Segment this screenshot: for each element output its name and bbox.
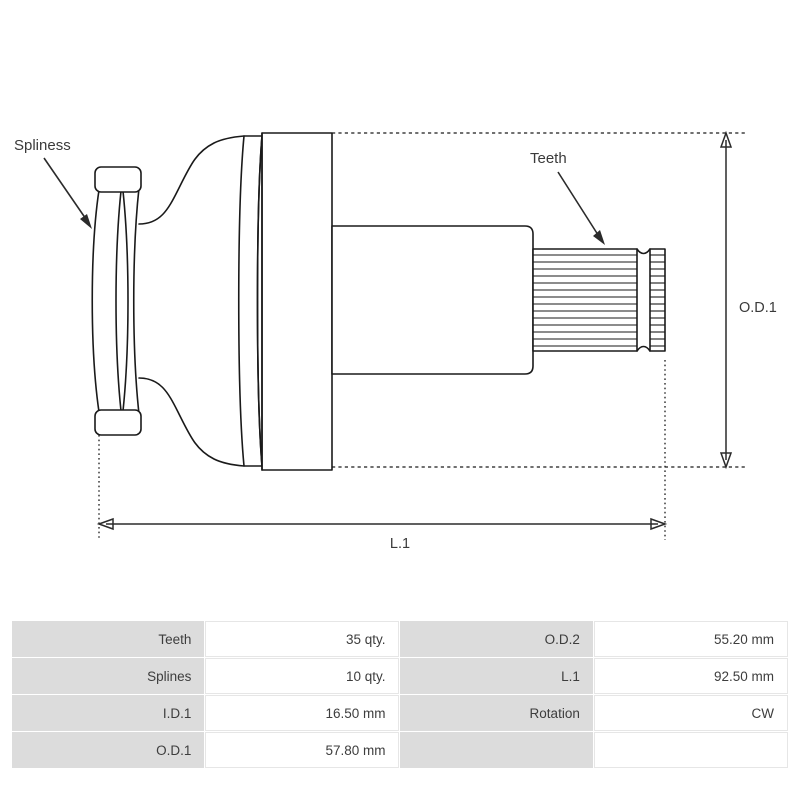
spline-ring-inner-band bbox=[121, 181, 140, 421]
spline-ring-bottom-cap bbox=[94, 409, 142, 436]
spec-key-cell-empty bbox=[400, 732, 593, 768]
specification-table: Teeth 35 qty. O.D.2 55.20 mm Splines 10 … bbox=[11, 620, 789, 769]
body-cylinder-second bbox=[261, 132, 333, 471]
spec-value-cell: 35 qty. bbox=[205, 621, 400, 657]
spec-value-cell: 16.50 mm bbox=[205, 695, 400, 731]
od1-arrowhead-bottom bbox=[719, 452, 733, 470]
spec-value-cell: CW bbox=[593, 695, 788, 731]
table-row: Splines 10 qty. L.1 92.50 mm bbox=[12, 658, 788, 694]
l1-arrowhead-right bbox=[650, 517, 668, 531]
body-cylinder-left-face bbox=[256, 135, 263, 467]
spec-key-cell: Teeth bbox=[12, 621, 205, 657]
od1-arrowhead-top bbox=[719, 130, 733, 148]
spec-key-cell: O.D.2 bbox=[400, 621, 593, 657]
splines-callout-label: Spliness bbox=[14, 137, 71, 154]
technical-drawing-area: O.D.1 L.1 Spliness Teeth bbox=[14, 130, 777, 552]
splined-shaft-teeth-section bbox=[532, 248, 638, 352]
shaft-groove-top bbox=[636, 248, 651, 255]
specification-table-body: Teeth 35 qty. O.D.2 55.20 mm Splines 10 … bbox=[12, 621, 788, 768]
shaft-shoulder-section bbox=[331, 225, 534, 375]
shaft-end-collar-ridges bbox=[650, 254, 665, 347]
spec-value-cell-empty bbox=[593, 732, 788, 768]
table-row: Teeth 35 qty. O.D.2 55.20 mm bbox=[12, 621, 788, 657]
shaft-groove-bottom bbox=[636, 345, 651, 352]
spec-key-cell: L.1 bbox=[400, 658, 593, 694]
shaft-teeth-lines bbox=[533, 254, 637, 347]
spec-value-cell: 55.20 mm bbox=[593, 621, 788, 657]
shaft-end-collar bbox=[649, 248, 666, 352]
table-row: I.D.1 16.50 mm Rotation CW bbox=[12, 695, 788, 731]
teeth-callout-label: Teeth bbox=[530, 150, 567, 167]
spec-value-cell: 57.80 mm bbox=[205, 732, 400, 768]
spec-key-cell: Rotation bbox=[400, 695, 593, 731]
ring-to-body-fillet-top bbox=[138, 135, 245, 225]
splines-callout-arrowhead bbox=[80, 214, 92, 229]
splines-callout-leader bbox=[43, 157, 89, 223]
l1-arrowhead-left bbox=[96, 517, 114, 531]
starter-drive-diagram: O.D.1 L.1 Spliness Teeth bbox=[14, 130, 777, 552]
teeth-callout-arrowhead bbox=[593, 230, 605, 245]
l1-dimension-label: L.1 bbox=[390, 536, 410, 552]
teeth-callout-leader bbox=[557, 171, 601, 239]
specification-table-container: Teeth 35 qty. O.D.2 55.20 mm Splines 10 … bbox=[11, 620, 789, 769]
table-row: O.D.1 57.80 mm bbox=[12, 732, 788, 768]
od1-dimension-label: O.D.1 bbox=[739, 300, 777, 316]
spec-key-cell: Splines bbox=[12, 658, 205, 694]
spline-ring-top-cap bbox=[94, 166, 142, 193]
spline-ring-outer-band bbox=[91, 181, 123, 421]
spec-value-cell: 92.50 mm bbox=[593, 658, 788, 694]
spec-value-cell: 10 qty. bbox=[205, 658, 400, 694]
spec-key-cell: O.D.1 bbox=[12, 732, 205, 768]
ring-to-body-fillet-bottom bbox=[138, 377, 245, 467]
spec-key-cell: I.D.1 bbox=[12, 695, 205, 731]
